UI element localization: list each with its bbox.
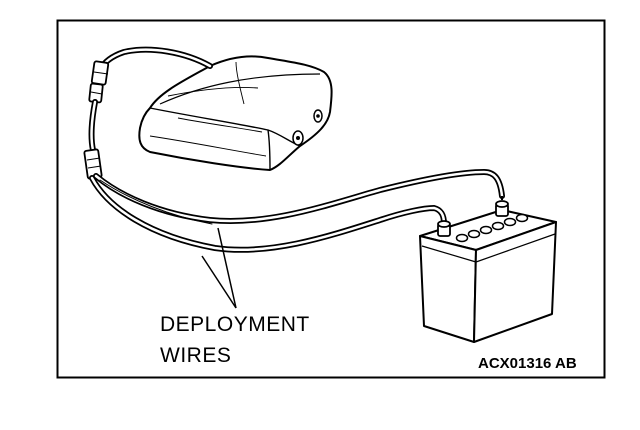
battery-terminal-negative xyxy=(437,220,451,237)
adapter-clip xyxy=(83,148,103,180)
callout-label-line1: DEPLOYMENT xyxy=(160,313,310,336)
callout-leaders xyxy=(201,227,237,309)
battery xyxy=(419,209,557,343)
figure-frame xyxy=(56,19,606,379)
airbag-harness xyxy=(97,46,213,73)
deployment-wires xyxy=(89,168,505,253)
airbag-module xyxy=(138,55,333,171)
callout-label-line2: WIRES xyxy=(160,344,232,367)
battery-cell-caps xyxy=(455,213,529,243)
battery-terminal-positive xyxy=(495,196,509,217)
airbag-connector xyxy=(88,60,110,104)
figure-id-label: ACX01316 AB xyxy=(478,355,577,372)
adapter-lead xyxy=(88,99,98,153)
